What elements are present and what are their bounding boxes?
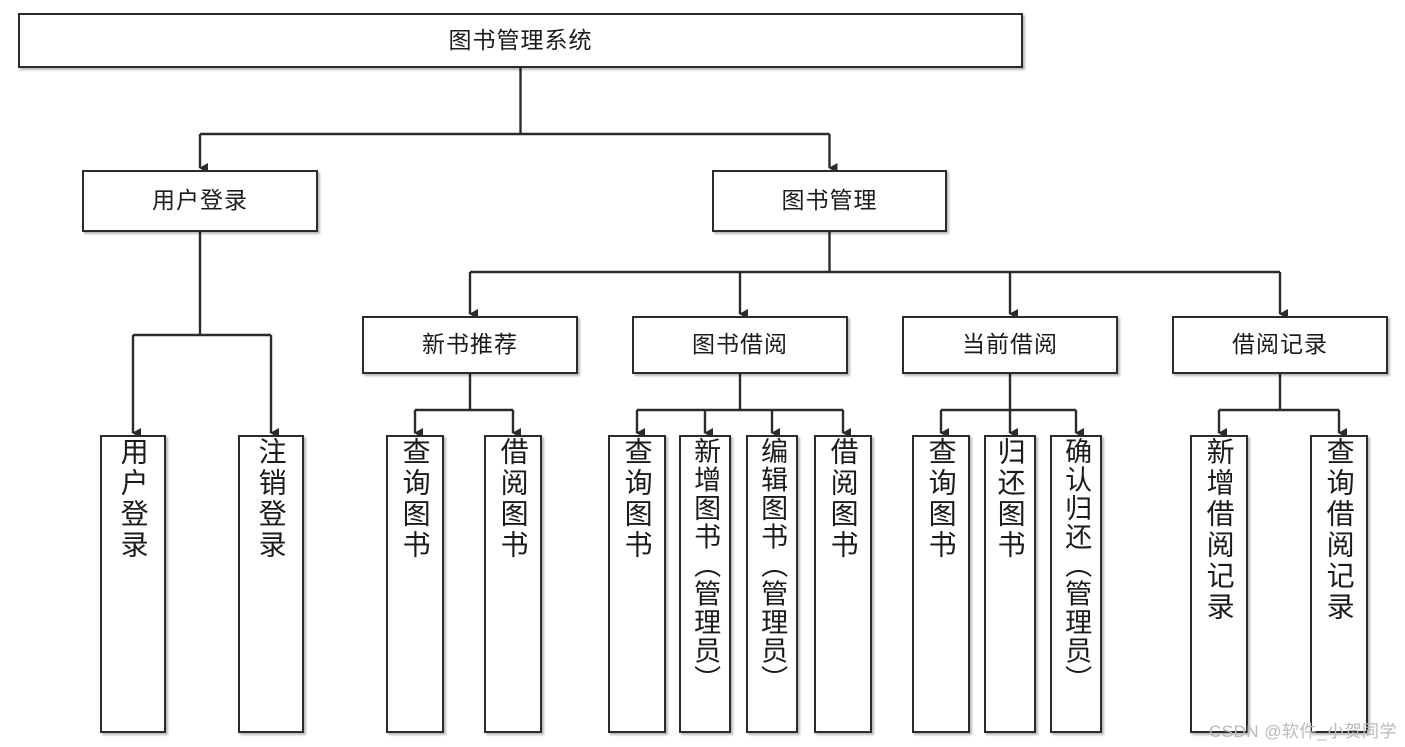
watermark-label: CSDN @软件_小贺同学	[1208, 722, 1397, 741]
node-root[interactable]: 图书管理系统	[18, 13, 1023, 68]
node-leaf-borrow-book[interactable]: 借阅图书	[814, 435, 872, 733]
node-label: 借阅图书	[827, 437, 859, 561]
node-label: 注销登录	[255, 437, 287, 561]
node-leaf-query-book-rec[interactable]: 查询图书	[386, 435, 444, 733]
node-leaf-query-borrow-record[interactable]: 查询借阅记录	[1310, 435, 1368, 733]
node-leaf-confirm-return-admin[interactable]: 确认归还（管理员）	[1050, 435, 1102, 733]
node-leaf-query-book-borrow[interactable]: 查询图书	[608, 435, 666, 733]
node-label: 图书借阅	[692, 331, 788, 358]
node-label: 查询图书	[925, 437, 957, 561]
node-label: 用户登录	[152, 187, 248, 214]
node-book-manage[interactable]: 图书管理	[712, 170, 947, 232]
node-label: 确认归还（管理员）	[1061, 437, 1092, 694]
node-user-login[interactable]: 用户登录	[82, 170, 318, 232]
node-new-book-rec[interactable]: 新书推荐	[362, 316, 578, 374]
node-label: 查询图书	[399, 437, 431, 561]
node-label: 新增图书（管理员）	[690, 437, 721, 694]
node-label: 图书管理系统	[448, 26, 593, 53]
node-borrow-record[interactable]: 借阅记录	[1172, 316, 1388, 374]
node-label: 归还图书	[994, 437, 1026, 561]
node-leaf-edit-book-admin[interactable]: 编辑图书（管理员）	[746, 435, 798, 733]
node-label: 查询图书	[621, 437, 653, 561]
node-book-borrow[interactable]: 图书借阅	[632, 316, 848, 374]
node-label: 图书管理	[781, 187, 878, 214]
node-label: 借阅图书	[497, 437, 529, 561]
node-label: 借阅记录	[1232, 331, 1328, 358]
node-leaf-borrow-book-rec[interactable]: 借阅图书	[484, 435, 542, 733]
node-current-borrow[interactable]: 当前借阅	[902, 316, 1118, 374]
node-label: 用户登录	[117, 437, 149, 561]
node-label: 新增借阅记录	[1203, 437, 1235, 623]
node-leaf-return-book[interactable]: 归还图书	[984, 435, 1036, 733]
node-label: 查询借阅记录	[1323, 437, 1355, 623]
node-leaf-user-logout[interactable]: 注销登录	[238, 435, 304, 733]
node-label: 新书推荐	[422, 331, 518, 358]
node-leaf-query-book-cur[interactable]: 查询图书	[912, 435, 970, 733]
node-label: 编辑图书（管理员）	[757, 437, 788, 694]
node-leaf-user-login[interactable]: 用户登录	[100, 435, 166, 733]
node-leaf-add-book-admin[interactable]: 新增图书（管理员）	[679, 435, 731, 733]
node-label: 当前借阅	[962, 331, 1058, 358]
node-leaf-add-borrow-record[interactable]: 新增借阅记录	[1190, 435, 1248, 733]
